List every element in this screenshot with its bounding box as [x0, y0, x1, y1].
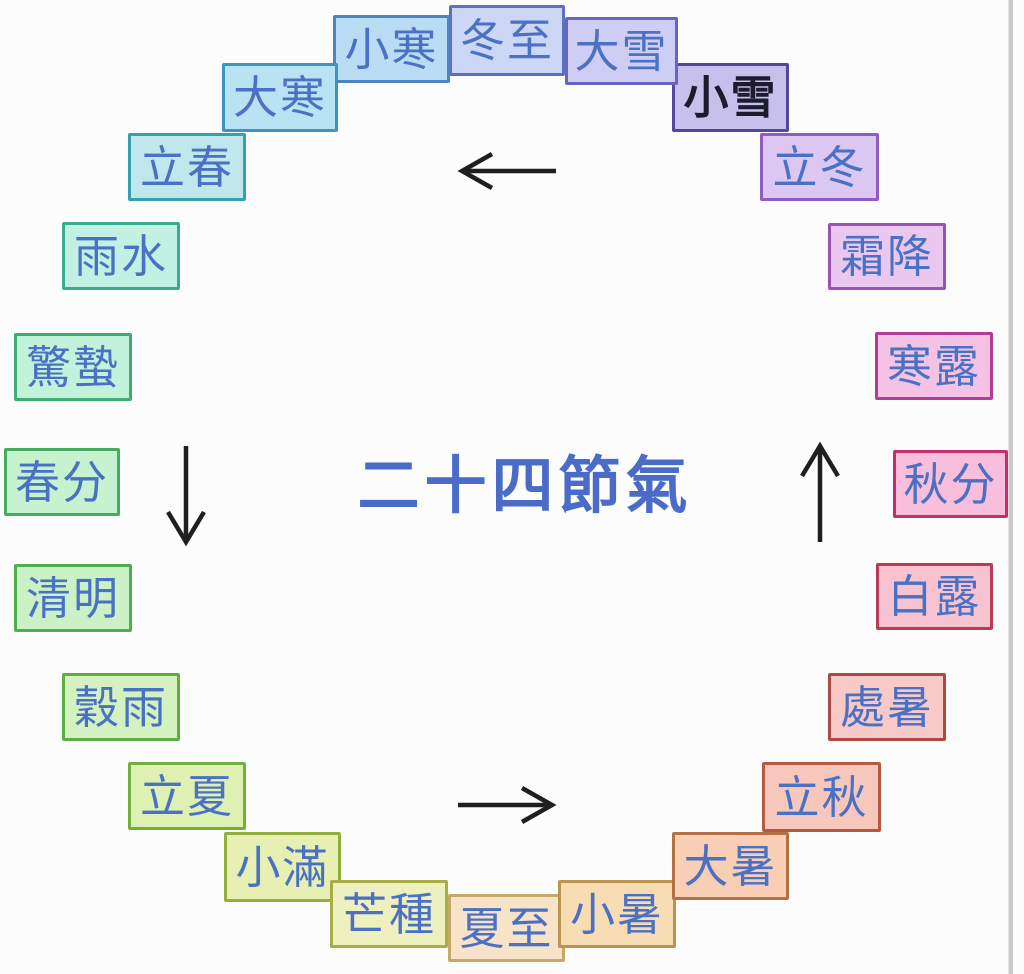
term-label: 穀雨: [73, 681, 168, 733]
term-label: 立春: [139, 141, 234, 193]
term-box-lixia: 立夏: [128, 762, 246, 830]
term-box-chushu: 處暑: [828, 673, 946, 741]
term-box-xiaoman: 小滿: [224, 832, 341, 902]
term-box-guyu: 穀雨: [62, 673, 180, 741]
term-label: 寒露: [886, 340, 981, 392]
term-box-daxue: 大雪: [565, 17, 678, 85]
arrow-left-icon: [457, 152, 556, 190]
term-box-jingzhe: 驚蟄: [14, 333, 132, 401]
term-label: 小寒: [344, 23, 439, 75]
term-box-shuangjiang: 霜降: [828, 223, 946, 290]
term-label: 小暑: [569, 888, 664, 940]
term-box-mangzhong: 芒種: [330, 880, 448, 948]
term-box-lidong: 立冬: [760, 133, 879, 201]
arrow-right-icon: [458, 786, 557, 824]
term-label: 冬至: [459, 15, 554, 66]
term-label: 小滿: [235, 841, 330, 893]
arrow-up-icon: [800, 441, 840, 542]
term-label: 清明: [25, 572, 120, 624]
term-label: 雨水: [73, 230, 168, 282]
term-box-chunfen: 春分: [4, 448, 120, 516]
term-box-bailu: 白露: [876, 563, 993, 630]
term-label: 白露: [887, 571, 982, 622]
page-edge-divider: [1008, 0, 1013, 974]
term-label: 夏至: [459, 902, 554, 954]
term-label: 大寒: [232, 72, 327, 123]
term-box-qiufen: 秋分: [893, 450, 1008, 518]
term-box-dashu: 大暑: [672, 832, 789, 900]
term-box-yushui: 雨水: [62, 222, 180, 290]
term-box-liqiu: 立秋: [762, 762, 881, 832]
arrow-down-icon: [166, 446, 206, 547]
term-label: 芒種: [341, 888, 436, 940]
term-label: 春分: [14, 456, 109, 508]
term-label: 霜降: [839, 231, 934, 282]
diagram-title: 二十四節氣: [357, 452, 693, 521]
term-box-dongzhi: 冬至: [449, 5, 565, 76]
term-label: 大雪: [574, 25, 669, 77]
term-box-xiaoxue: 小雪: [672, 63, 789, 132]
term-label: 大暑: [683, 840, 778, 892]
term-box-xiaohan: 小寒: [333, 15, 450, 83]
term-box-lichun: 立春: [128, 133, 246, 201]
term-box-hanlu: 寒露: [875, 332, 993, 400]
term-label: 處暑: [839, 681, 934, 733]
term-label: 立冬: [772, 141, 867, 193]
term-box-qingming: 清明: [14, 564, 132, 632]
term-label: 小雪: [683, 72, 778, 123]
term-label: 驚蟄: [25, 341, 120, 393]
term-box-xiazhi: 夏至: [448, 894, 565, 962]
term-box-dahan: 大寒: [222, 63, 338, 132]
term-box-xiaoshu: 小暑: [558, 880, 676, 948]
term-label: 秋分: [903, 458, 998, 510]
term-label: 立秋: [774, 771, 869, 823]
term-label: 立夏: [139, 770, 234, 822]
